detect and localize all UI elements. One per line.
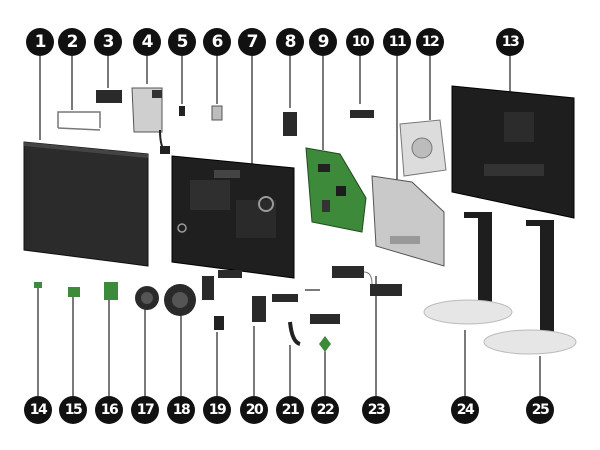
callout-label: 23 bbox=[367, 402, 386, 418]
callout-label: 25 bbox=[531, 402, 550, 418]
callout-label: 20 bbox=[245, 402, 264, 418]
callout-12: 12 bbox=[416, 28, 444, 56]
callout-7: 7 bbox=[238, 28, 266, 56]
part-assembly-20 bbox=[252, 294, 298, 322]
callout-label: 1 bbox=[34, 32, 47, 52]
callout-25: 25 bbox=[526, 396, 554, 424]
callout-5: 5 bbox=[168, 28, 196, 56]
callout-6: 6 bbox=[203, 28, 231, 56]
callout-label: 11 bbox=[388, 34, 407, 50]
callout-label: 19 bbox=[208, 402, 227, 418]
part-connector-5 bbox=[179, 106, 185, 116]
callout-21: 21 bbox=[276, 396, 304, 424]
callout-1: 1 bbox=[26, 28, 54, 56]
part-stand-24 bbox=[423, 212, 513, 325]
leader-lines bbox=[37, 56, 541, 396]
part-stand-25 bbox=[483, 220, 577, 355]
callout-14: 14 bbox=[24, 396, 52, 424]
callout-label: 21 bbox=[281, 402, 300, 418]
part-module-10 bbox=[350, 110, 374, 118]
callout-4: 4 bbox=[133, 28, 161, 56]
callout-8: 8 bbox=[276, 28, 304, 56]
part-assembly-19 bbox=[202, 270, 242, 330]
callout-17: 17 bbox=[131, 396, 159, 424]
callout-label: 3 bbox=[102, 32, 115, 52]
callout-label: 22 bbox=[316, 402, 335, 418]
callout-label: 9 bbox=[317, 32, 330, 52]
callout-24: 24 bbox=[451, 396, 479, 424]
callout-23: 23 bbox=[362, 396, 390, 424]
part-bracket-wire bbox=[57, 111, 101, 131]
callout-label: 10 bbox=[351, 34, 370, 50]
callout-label: 5 bbox=[176, 32, 189, 52]
callout-19: 19 bbox=[203, 396, 231, 424]
part-power-supply bbox=[131, 87, 170, 154]
part-module-8 bbox=[283, 112, 297, 136]
part-main-board bbox=[305, 147, 367, 233]
part-fan-18 bbox=[164, 284, 196, 316]
part-chassis-frame bbox=[171, 155, 295, 279]
callout-label: 12 bbox=[421, 34, 440, 50]
callout-label: 4 bbox=[141, 32, 154, 52]
callout-2: 2 bbox=[58, 28, 86, 56]
part-vesa-plate bbox=[399, 119, 447, 177]
callout-label: 7 bbox=[246, 32, 259, 52]
callout-label: 18 bbox=[172, 402, 191, 418]
callout-label: 16 bbox=[100, 402, 119, 418]
callout-label: 6 bbox=[211, 32, 224, 52]
part-metal-bracket bbox=[371, 175, 445, 267]
callout-label: 17 bbox=[136, 402, 155, 418]
callout-18: 18 bbox=[167, 396, 195, 424]
callout-3: 3 bbox=[94, 28, 122, 56]
part-chip-6 bbox=[211, 105, 223, 121]
callout-9: 9 bbox=[309, 28, 337, 56]
part-22 bbox=[319, 336, 331, 352]
part-board-14 bbox=[34, 282, 42, 288]
callout-label: 8 bbox=[284, 32, 297, 52]
part-assembly-21 bbox=[288, 314, 340, 346]
callout-label: 13 bbox=[501, 34, 520, 50]
part-board-15 bbox=[68, 287, 80, 297]
part-fan-17 bbox=[135, 286, 159, 310]
callout-label: 24 bbox=[456, 402, 475, 418]
callout-13: 13 bbox=[496, 28, 524, 56]
part-speakers bbox=[332, 266, 402, 296]
callout-15: 15 bbox=[59, 396, 87, 424]
callout-20: 20 bbox=[240, 396, 268, 424]
part-module-3 bbox=[96, 90, 122, 103]
callout-label: 14 bbox=[29, 402, 48, 418]
callout-16: 16 bbox=[95, 396, 123, 424]
part-rear-cover bbox=[451, 85, 575, 219]
callout-22: 22 bbox=[311, 396, 339, 424]
callout-label: 15 bbox=[64, 402, 83, 418]
part-board-16 bbox=[104, 282, 118, 300]
callout-11: 11 bbox=[383, 28, 411, 56]
callout-10: 10 bbox=[346, 28, 374, 56]
part-display-panel bbox=[23, 141, 149, 267]
callout-label: 2 bbox=[66, 32, 79, 52]
